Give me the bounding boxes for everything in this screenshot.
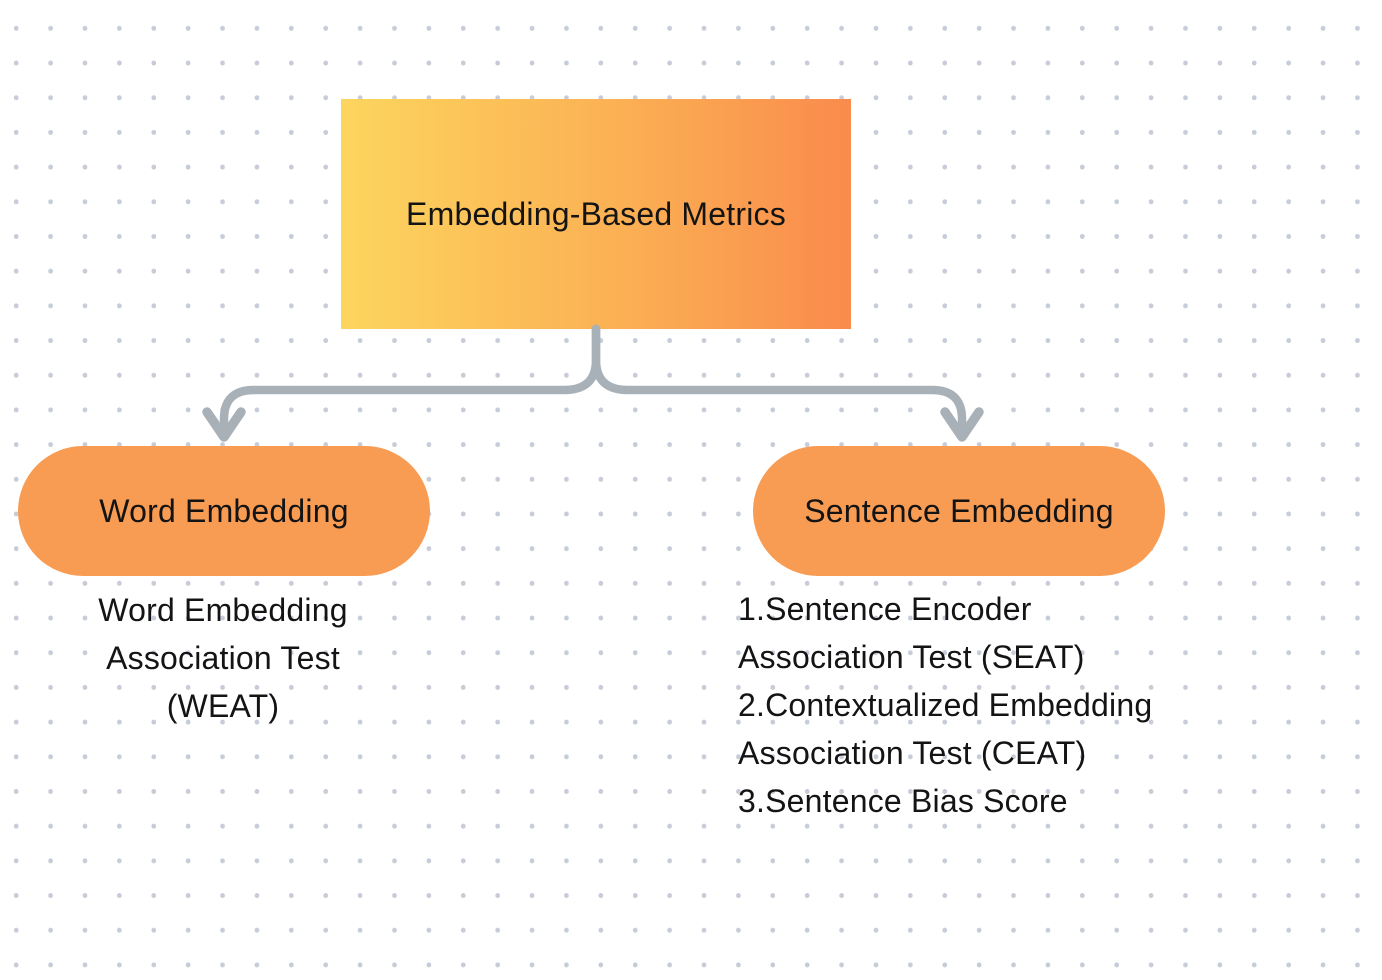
- word-embedding-detail-text: Word Embedding Association Test (WEAT): [17, 586, 429, 730]
- detail-line: Word Embedding: [98, 592, 348, 628]
- detail-line: 3.Sentence Bias Score: [738, 783, 1068, 819]
- branch-node-sentence-embedding-label: Sentence Embedding: [804, 492, 1114, 529]
- detail-line: 1.Sentence Encoder: [738, 591, 1032, 627]
- branch-node-word-embedding-label: Word Embedding: [99, 492, 349, 529]
- detail-line: 2.Contextualized Embedding: [738, 687, 1153, 723]
- detail-line: (WEAT): [166, 688, 280, 724]
- root-node-label: Embedding-Based Metrics: [406, 195, 786, 232]
- detail-line: Association Test (CEAT): [738, 735, 1087, 771]
- branch-node-sentence-embedding[interactable]: Sentence Embedding: [753, 446, 1165, 576]
- detail-line: Association Test: [106, 640, 340, 676]
- arrowhead-left-icon: [202, 407, 246, 442]
- root-node-embedding-based-metrics[interactable]: Embedding-Based Metrics: [341, 99, 851, 329]
- connector-right-branch: [591, 324, 967, 433]
- arrowhead-right-icon: [940, 407, 984, 442]
- sentence-embedding-detail-text: 1.Sentence Encoder Association Test (SEA…: [738, 585, 1208, 825]
- connector-left-branch: [219, 324, 601, 433]
- branch-node-word-embedding[interactable]: Word Embedding: [18, 446, 430, 576]
- detail-line: Association Test (SEAT): [738, 639, 1085, 675]
